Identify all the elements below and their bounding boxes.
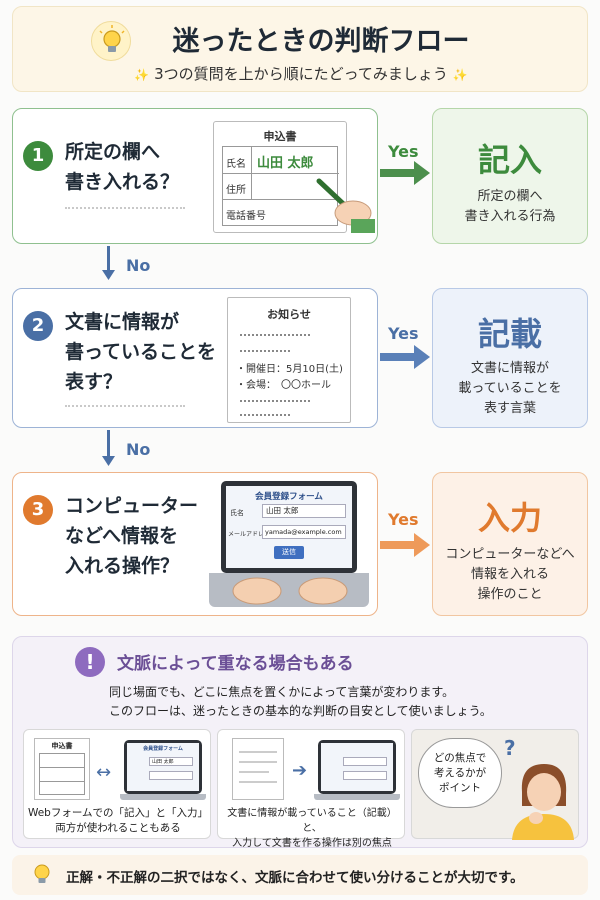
result-term: 記載	[477, 315, 542, 353]
mini-screen-name: 山田 太郎	[149, 757, 193, 766]
context-body: 同じ場面でも、どこに焦点を置くかによって言葉が変わります。 このフローは、迷った…	[109, 685, 492, 718]
yes-arrow-1	[380, 161, 430, 185]
example-card-2: ➔ 文書に情報が載っていること（記載）と、 入力して文書を作る操作は別の焦点	[217, 729, 405, 849]
screen-email-field: yamada@example.com	[262, 525, 346, 539]
form-label-phone: 電話番号	[226, 211, 266, 222]
footer-text: 正解・不正解の二択ではなく、文脈に合わせて使い分けることが大切です。	[66, 870, 524, 886]
form-label-name: 氏名	[226, 159, 246, 170]
form-value-name: 山田 太郎	[257, 156, 314, 171]
lightbulb-icon	[91, 21, 131, 61]
result-nyuryoku: 入力 コンピューターなどへ 情報を入れる 操作のこと	[432, 472, 588, 616]
footer-tip: 正解・不正解の二択ではなく、文脈に合わせて使い分けることが大切です。	[12, 855, 588, 895]
yes-label: Yes	[388, 324, 419, 343]
step-number: 2	[23, 311, 53, 341]
form-label-address: 住所	[226, 185, 246, 196]
step-2-box: 2 文書に情報が 書っていることを 表す？ お知らせ ・開催日：5月10日(土)…	[12, 288, 378, 428]
no-arrow-1	[102, 246, 115, 280]
example-caption-1: Webフォームでの「記入」と「入力」 両方が使われることもある	[27, 807, 209, 834]
result-term: 記入	[477, 141, 542, 179]
lightbulb-icon	[34, 864, 50, 883]
sparkle-icon: ✨	[452, 68, 468, 82]
step-question: コンピューター などへ情報を 入れる操作？	[65, 495, 199, 577]
application-form-illustration: 申込書 氏名 山田 太郎 住所 電話番号	[213, 121, 347, 233]
step-number: 3	[23, 495, 53, 525]
yes-label: Yes	[388, 510, 419, 529]
mini-screen-title: 会員登録フォーム	[143, 746, 183, 752]
yes-arrow-2	[380, 345, 430, 369]
screen-name-field: 山田 太郎	[262, 504, 346, 518]
form-title: 申込書	[263, 130, 297, 143]
notice-document-illustration: お知らせ ・開催日：5月10日(土) ・会場： 〇〇ホール	[227, 297, 351, 423]
context-note-box: ! 文脈によって重なる場合もある 同じ場面でも、どこに焦点を置くかによって言葉が…	[12, 636, 588, 849]
notice-date: ・開催日：5月10日(土)	[236, 364, 343, 375]
mini-form-title: 申込書	[51, 742, 73, 750]
thinking-person-icon	[512, 764, 574, 840]
result-description: 文書に情報が 載っていることを 表す言葉	[458, 361, 562, 416]
result-description: コンピューターなどへ 情報を入れる 操作のこと	[445, 547, 575, 602]
result-description: 所定の欄へ 書き入れる行為	[464, 189, 556, 224]
result-term: 入力	[477, 499, 542, 537]
question-mark-icon: ?	[504, 736, 516, 760]
double-arrow-icon: ↔	[96, 762, 112, 783]
yes-label: Yes	[388, 142, 419, 161]
sparkle-icon: ✨	[134, 68, 150, 82]
laptop-screen: 会員登録フォーム 氏名 山田 太郎 メールアドレス yamada@example…	[221, 481, 357, 573]
step-question: 文書に情報が 書っていることを 表す？	[65, 311, 217, 393]
hand-writing-icon	[316, 178, 375, 233]
notice-venue: ・会場： 〇〇ホール	[236, 380, 331, 391]
example-card-1: 申込書 ↔ 会員登録フォーム 山田 太郎 Webフォームでの「記入」と「入力」 …	[23, 729, 211, 839]
mini-form-illustration: 申込書	[34, 738, 90, 800]
no-label: No	[126, 440, 151, 459]
mini-document-illustration	[232, 738, 284, 800]
step-number: 1	[23, 141, 53, 171]
subtitle-text: 3つの質問を上から順にたどってみましょう	[154, 65, 448, 83]
registration-form-illustration: 会員登録フォーム 氏名 山田 太郎 メールアドレス yamada@example…	[226, 486, 352, 568]
step-3-box: 3 コンピューター などへ情報を 入れる操作？ 会員登録フォーム 氏名 山田 太…	[12, 472, 378, 616]
typing-hands-icon	[232, 577, 348, 605]
example-card-3: どの焦点で 考えるかが ポイント ?	[411, 729, 579, 840]
result-kisai: 記載 文書に情報が 載っていることを 表す言葉	[432, 288, 588, 428]
step-1-box: 1 所定の欄へ 書き入れる？ 申込書 氏名 山田 太郎 住所 電話番号	[12, 108, 378, 244]
example-caption-2: 文書に情報が載っていること（記載）と、 入力して文書を作る操作は別の焦点	[227, 808, 397, 849]
no-label: No	[126, 256, 151, 275]
exclamation-icon: !	[75, 647, 105, 677]
mini-laptop-illustration: 会員登録フォーム 山田 太郎	[124, 740, 202, 794]
speech-bubble: どの焦点で 考えるかが ポイント	[418, 738, 502, 808]
form-table: 氏名 山田 太郎 住所 電話番号	[222, 146, 339, 226]
page-title: 迷ったときの判断フロー	[172, 26, 470, 57]
mini-laptop-illustration	[318, 740, 396, 794]
no-arrow-2	[102, 430, 115, 466]
header-banner: 迷ったときの判断フロー ✨ 3つの質問を上から順にたどってみましょう ✨	[12, 6, 588, 92]
screen-label-name: 氏名	[230, 509, 244, 517]
divider	[65, 207, 185, 209]
page-subtitle: ✨ 3つの質問を上から順にたどってみましょう ✨	[13, 63, 589, 84]
submit-button: 送信	[274, 546, 304, 559]
arrow-right-icon: ➔	[292, 760, 308, 781]
yes-arrow-3	[380, 533, 430, 557]
result-kinyu: 記入 所定の欄へ 書き入れる行為	[432, 108, 588, 244]
step-question: 所定の欄へ 書き入れる？	[65, 141, 180, 193]
screen-form-title: 会員登録フォーム	[255, 492, 323, 502]
context-title: 文脈によって重なる場合もある	[117, 654, 354, 674]
notice-title: お知らせ	[267, 308, 311, 321]
screen-label-email: メールアドレス	[228, 531, 271, 538]
divider	[65, 405, 185, 407]
